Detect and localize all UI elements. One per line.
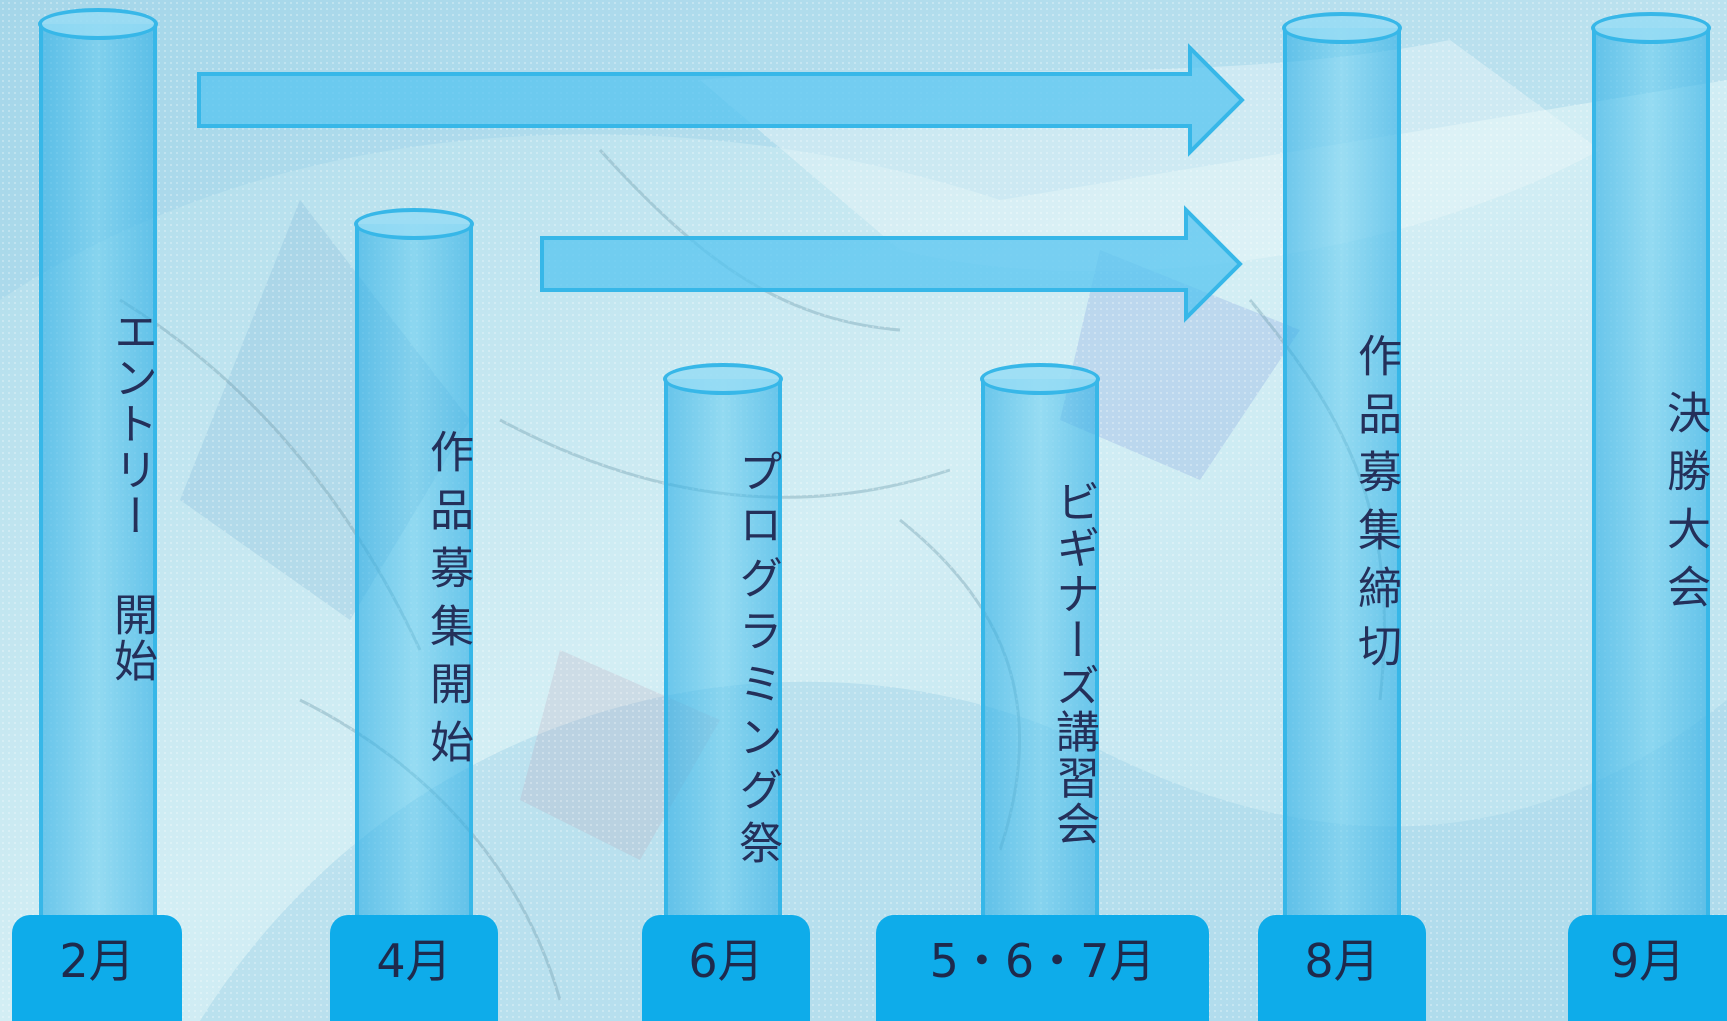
milestone-label: 作品募集開始 [422, 429, 473, 777]
milestone-label: プログラミング祭 [731, 449, 782, 873]
month-label: 5・6・7月 [929, 934, 1156, 988]
month-label: 9月 [1609, 934, 1686, 988]
milestone-label: エントリー 開始 [106, 309, 157, 684]
pillar-cap [663, 363, 783, 395]
pillar-cap [354, 208, 474, 240]
pillar-cap [1282, 12, 1402, 44]
timeline-pillar-submission-start: 作品募集開始 [354, 208, 474, 924]
month-label: 8月 [1304, 934, 1380, 988]
month-badge: 2月 [12, 915, 182, 1021]
arrow-right-icon [540, 205, 1243, 323]
timeline-pillar-entry: エントリー 開始 [38, 8, 158, 924]
month-label: 2月 [59, 934, 135, 988]
month-badge: 8月 [1258, 915, 1426, 1021]
timeline-pillar-finals: 決勝大会 [1591, 12, 1711, 924]
milestone-label: 作品募集締切 [1350, 333, 1401, 681]
pillar-cap [980, 363, 1100, 395]
month-badge: 6月 [642, 915, 810, 1021]
month-badge: 5・6・7月 [876, 915, 1209, 1021]
timeline-pillar-submission-deadline: 作品募集締切 [1282, 12, 1402, 924]
month-label: 6月 [688, 934, 764, 988]
pillar-cap [38, 8, 158, 40]
milestone-label: 決勝大会 [1659, 390, 1710, 622]
month-badge: 9月 [1568, 915, 1727, 1021]
timeline-pillar-programming-festival: プログラミング祭 [663, 363, 783, 924]
milestone-label: ビギナーズ講習会 [1048, 479, 1099, 847]
arrow-right-icon [197, 43, 1245, 157]
pillar-cap [1591, 12, 1711, 44]
timeline-pillar-beginners-workshop: ビギナーズ講習会 [980, 363, 1100, 924]
month-label: 4月 [376, 934, 452, 988]
month-badge: 4月 [330, 915, 498, 1021]
